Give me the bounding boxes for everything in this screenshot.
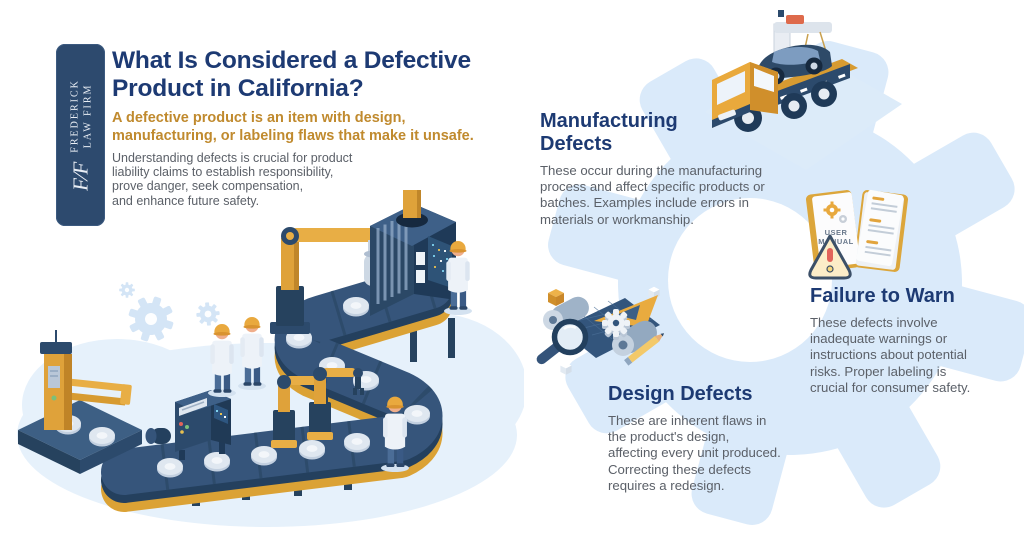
gear-on-blueprint <box>602 309 630 340</box>
control-pedestal <box>145 390 231 460</box>
manual-gears <box>823 201 847 223</box>
brand-badge: F⁄F FREDERICK LAW FIRM <box>56 44 105 226</box>
blueprint-icon <box>536 286 665 375</box>
small-gears <box>119 282 225 348</box>
user-manual-warning-icon: USER MANUAL <box>805 189 909 280</box>
manual-text-lines <box>864 196 898 257</box>
user-manual-label-1: USER <box>825 228 848 237</box>
page-title: What Is Considered a Defective Product i… <box>112 47 471 102</box>
user-manual-label-2: MANUAL <box>818 237 854 246</box>
warning-triangle <box>808 234 852 280</box>
section-body: These defects involve inadequate warning… <box>810 315 971 395</box>
scanner-station <box>18 330 142 474</box>
brand-monogram: F⁄F <box>68 161 92 191</box>
page-subtitle: A defective product is an item with desi… <box>112 110 474 144</box>
intro-paragraph: Understanding defects is crucial for pro… <box>112 151 353 208</box>
brand-name: FREDERICK LAW FIRM <box>68 79 93 153</box>
section-body: These are inherent flaws in the product'… <box>608 413 781 493</box>
section-design-defects: Design Defects These are inherent flaws … <box>608 383 823 494</box>
factory-illustration <box>17 190 524 527</box>
magnifying-glass-icon <box>536 318 589 365</box>
big-gear-shape <box>490 0 1024 536</box>
tow-truck-icon <box>712 10 858 132</box>
section-manufacturing-defects: Manufacturing Defects These occur during… <box>540 110 820 228</box>
cubes <box>548 286 660 375</box>
large-robot-arm <box>270 227 382 334</box>
section-body: These occur during the manufacturing pro… <box>540 163 765 227</box>
pencil-icon <box>624 333 665 366</box>
workers <box>208 240 472 472</box>
processing-machine <box>370 190 456 316</box>
section-title: Failure to Warn <box>810 285 955 307</box>
section-title: Design Defects <box>608 383 753 405</box>
section-failure-to-warn: Failure to Warn These defects involve in… <box>810 285 1024 396</box>
section-title: Manufacturing Defects <box>540 110 678 155</box>
